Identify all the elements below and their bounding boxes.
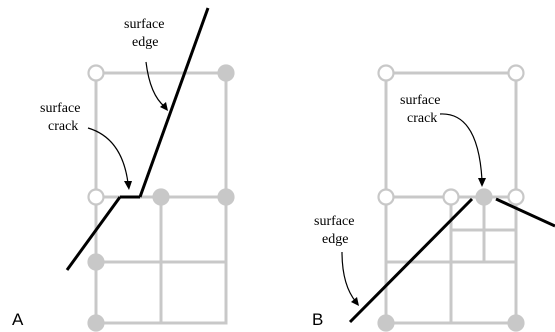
panel-a-node-filled (87, 314, 105, 332)
panel-a-node-filled (217, 64, 235, 82)
panel-b-node-empty (507, 64, 525, 82)
panel-a-node-filled (152, 188, 170, 206)
panel-a-edge-label-line1: surface (124, 17, 164, 32)
panel-b-edge-label-line1: surface (314, 214, 354, 229)
panel-b-node-filled (377, 314, 395, 332)
panel-a-letter: A (12, 310, 24, 329)
panel-b-crack-label-line2: crack (407, 111, 437, 126)
panel-a: surface edge surface crack A (12, 7, 235, 332)
panel-b-edge-label-line2: edge (322, 232, 348, 247)
panel-b: surface crack surface edge B (312, 64, 555, 332)
panel-a-node-empty (87, 64, 105, 82)
panel-b-nodes (377, 64, 525, 332)
panel-b-crack-label-line1: surface (400, 93, 440, 108)
panel-a-node-empty (87, 188, 105, 206)
panel-b-crack-leader (439, 113, 483, 181)
panel-a-surface-crack-tail (65, 196, 122, 271)
panel-b-node-empty (377, 188, 395, 206)
panel-b-edge-leader (341, 251, 357, 303)
panel-a-edge-arrowhead (160, 102, 168, 111)
panel-b-node-empty (507, 188, 525, 206)
panel-a-node-filled (87, 253, 105, 271)
panel-b-crack-arrowhead (478, 178, 486, 187)
panel-a-nodes (87, 64, 235, 332)
panel-a-crack-arrowhead (124, 181, 132, 190)
panel-b-node-empty (377, 64, 395, 82)
panel-a-edge-leader (145, 61, 166, 108)
panel-b-node-empty (442, 188, 460, 206)
panel-b-surface-edge-line (348, 197, 474, 324)
panel-a-crack-leader (87, 127, 129, 184)
panel-b-surface-crack-line (495, 197, 555, 228)
panel-a-crack-label-line1: surface (40, 101, 80, 116)
panel-b-node-filled (507, 314, 525, 332)
panel-a-edge-label-line2: edge (132, 35, 158, 50)
panel-a-node-filled (217, 188, 235, 206)
panel-a-surface-edge-line (138, 7, 210, 198)
panel-a-crack-label-line2: crack (48, 119, 78, 134)
panel-b-edge-arrowhead (351, 297, 359, 306)
panel-b-node-filled (475, 188, 493, 206)
panel-b-letter: B (312, 310, 323, 329)
